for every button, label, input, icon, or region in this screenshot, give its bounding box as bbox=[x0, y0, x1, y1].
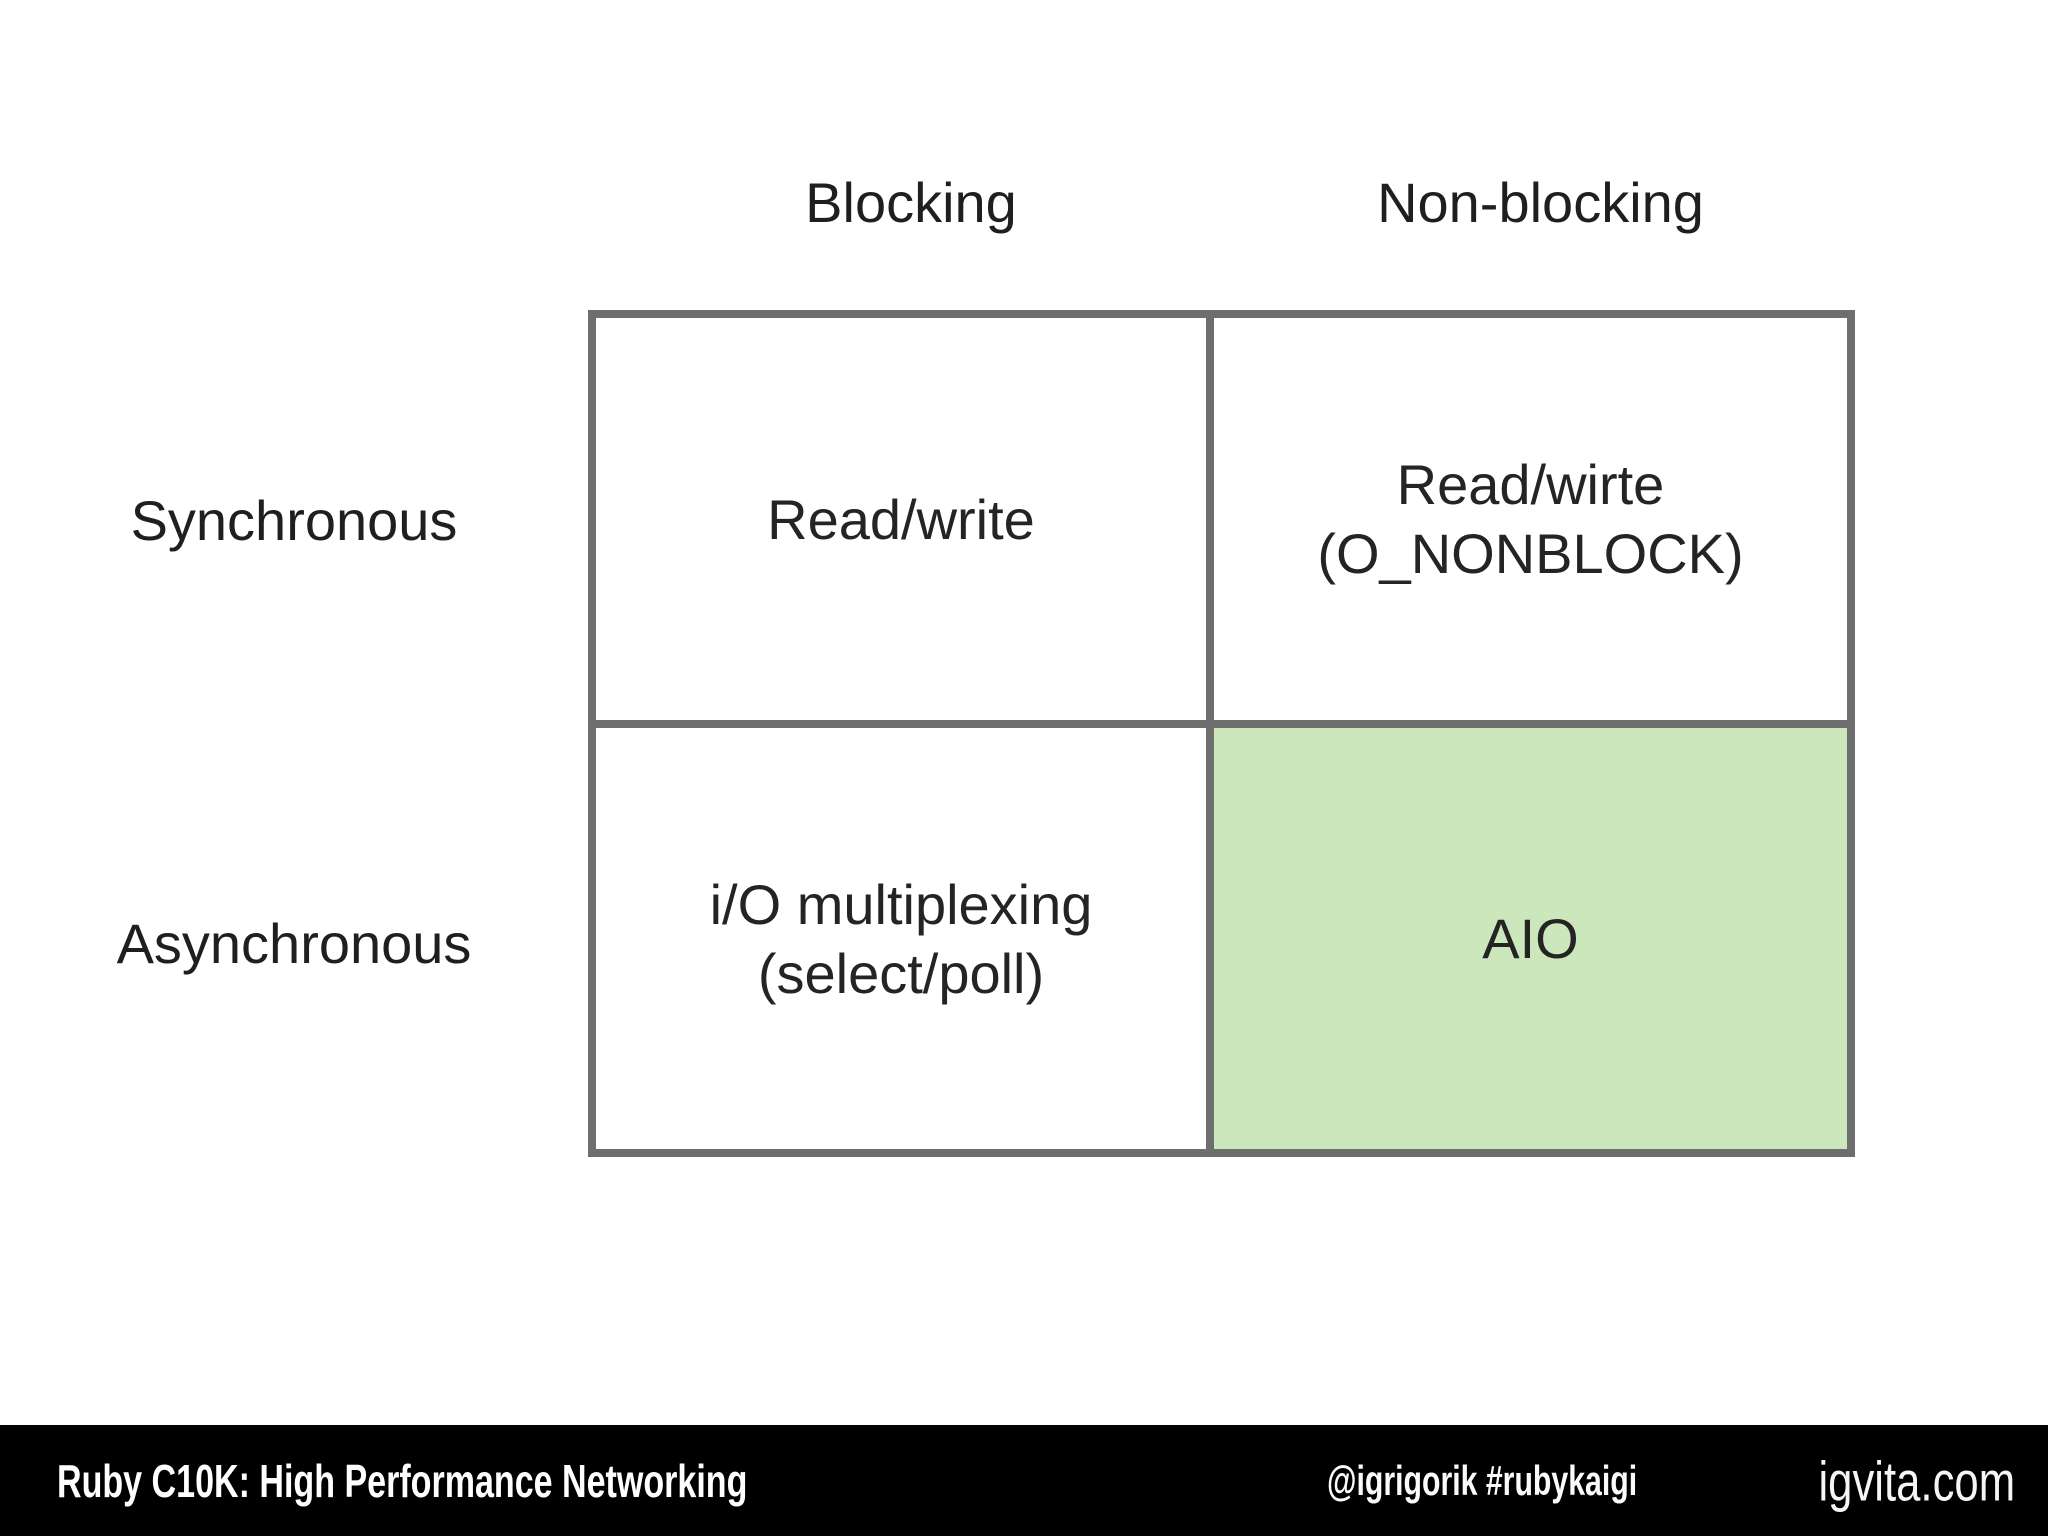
cell-synchronous-nonblocking: Read/wirte (O_NONBLOCK) bbox=[1214, 318, 1847, 728]
cell-text-line: i/O multiplexing bbox=[709, 872, 1093, 936]
cell-text-line: (O_NONBLOCK) bbox=[1317, 522, 1744, 585]
footer-site-logo: igvita.com bbox=[1818, 1449, 2015, 1512]
col-header-non-blocking: Non-blocking bbox=[1377, 171, 1704, 234]
footer-twitter-hashtag: @igrigorik #rubykaigi bbox=[1327, 1456, 1638, 1504]
footer-slide-title: Ruby C10K: High Performance Networking bbox=[57, 1454, 748, 1507]
cell-text-line: Read/write bbox=[767, 487, 1035, 551]
row-header-synchronous: Synchronous bbox=[130, 489, 458, 552]
cell-asynchronous-nonblocking-highlighted: AIO bbox=[1214, 728, 1847, 1149]
cell-text-line: (select/poll) bbox=[757, 941, 1045, 1005]
cell-text-line: Read/wirte bbox=[1396, 453, 1665, 516]
io-model-matrix: Read/write Read/wirte (O_NONBLOCK) i/O m… bbox=[588, 310, 1855, 1157]
footer-bar: Ruby C10K: High Performance Networking @… bbox=[0, 1425, 2048, 1536]
cell-text-line: AIO bbox=[1482, 907, 1579, 970]
cell-synchronous-blocking: Read/write bbox=[596, 318, 1214, 728]
col-header-blocking: Blocking bbox=[805, 171, 1017, 234]
cell-asynchronous-blocking: i/O multiplexing (select/poll) bbox=[596, 728, 1214, 1149]
row-header-asynchronous: Asynchronous bbox=[116, 912, 472, 975]
